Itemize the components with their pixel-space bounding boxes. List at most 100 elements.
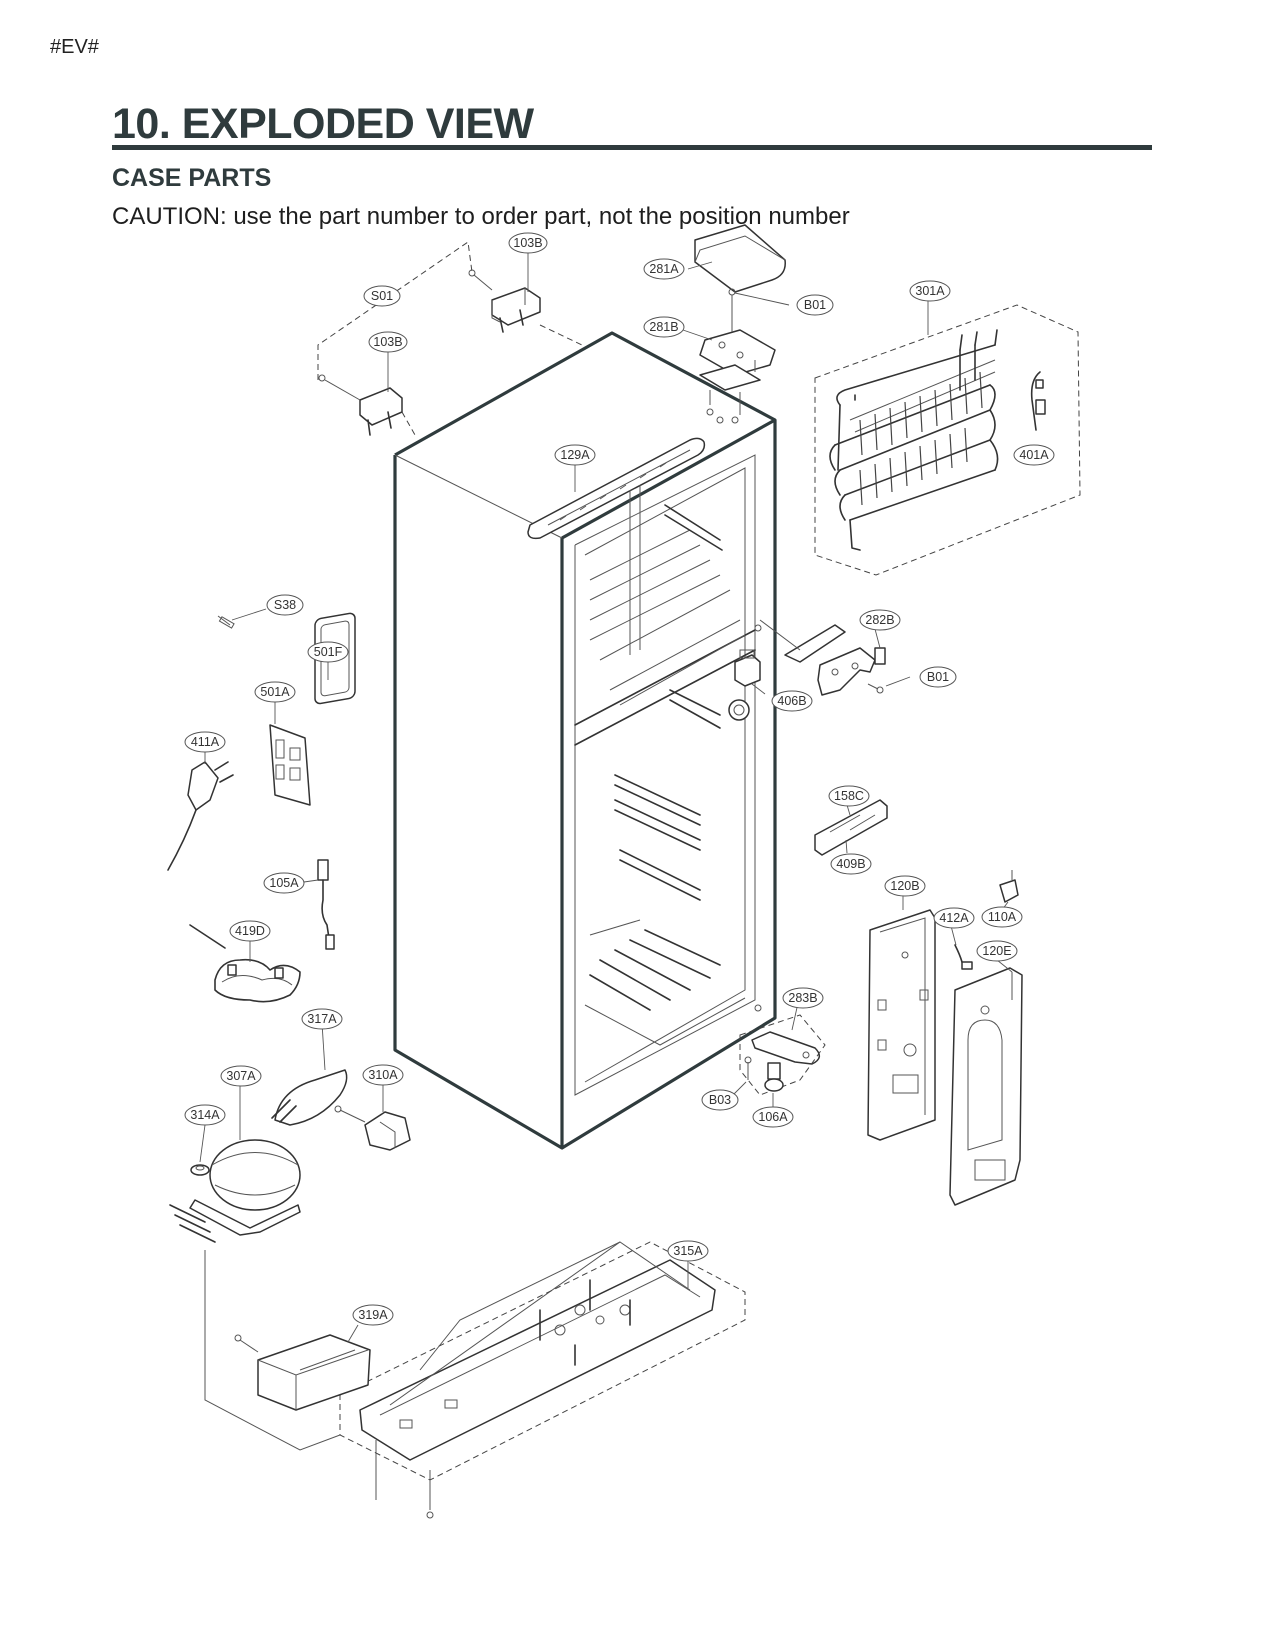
part-281b-hinge <box>699 295 776 415</box>
part-314a-grommet <box>190 1164 210 1176</box>
callout-158c: 158C <box>828 785 870 807</box>
callout-129a: 129A <box>554 444 596 466</box>
callout-412a: 412A <box>933 907 975 929</box>
callout-406b: 406B <box>771 690 813 712</box>
callout-310a: 310A <box>362 1064 404 1086</box>
callout-314a: 314A <box>184 1104 226 1126</box>
part-120e-panel <box>949 967 1023 1206</box>
part-283b-lower-hinge <box>739 1014 826 1096</box>
part-411a-power-cord <box>167 761 234 871</box>
leader-lines <box>199 253 1013 1343</box>
svg-text:120E: 120E <box>982 944 1011 958</box>
screw-b01-right <box>867 683 884 694</box>
s01-assembly-lines <box>317 241 583 436</box>
part-158c-cover <box>814 799 888 856</box>
part-315a-base <box>339 1241 746 1519</box>
svg-text:106A: 106A <box>758 1110 788 1124</box>
part-419d-heater <box>189 924 301 1003</box>
svg-text:501F: 501F <box>314 645 343 659</box>
svg-text:401A: 401A <box>1019 448 1049 462</box>
part-501a-pcb <box>269 724 311 806</box>
svg-text:103B: 103B <box>373 335 402 349</box>
callout-120b: 120B <box>884 875 926 897</box>
callout-106a: 106A <box>752 1106 794 1128</box>
callout-120e: 120E <box>976 940 1018 962</box>
part-110a-clip <box>999 870 1019 903</box>
callout-283b: 283B <box>782 987 824 1009</box>
page-tag: #EV# <box>50 36 99 58</box>
title-underline <box>112 145 1152 150</box>
page-title: 10. EXPLODED VIEW <box>112 100 534 148</box>
part-406b-switch <box>734 649 761 687</box>
callout-282b: 282B <box>859 609 901 631</box>
part-106a-pin <box>764 1062 784 1092</box>
callout-103b-left: 103B <box>368 331 408 353</box>
svg-text:129A: 129A <box>560 448 590 462</box>
svg-text:B01: B01 <box>804 298 826 312</box>
part-319a-tray <box>234 1334 371 1411</box>
part-105a-sensor <box>317 859 335 950</box>
svg-text:409B: 409B <box>836 857 865 871</box>
svg-text:158C: 158C <box>834 789 864 803</box>
part-129a-duct <box>527 437 706 655</box>
svg-text:S01: S01 <box>371 289 393 303</box>
callout-b01-top: B01 <box>796 294 834 316</box>
svg-text:283B: 283B <box>788 991 817 1005</box>
part-103b-bracket-top <box>468 269 541 333</box>
caution-note: CAUTION: use the part number to order pa… <box>112 203 850 230</box>
screw-b01-top <box>728 288 736 296</box>
screw-b03 <box>744 1056 752 1080</box>
callout-317a: 317A <box>301 1008 343 1030</box>
callout-b03: B03 <box>701 1089 739 1111</box>
svg-text:412A: 412A <box>939 911 969 925</box>
part-120b-cover <box>867 909 936 1141</box>
callout-501f: 501F <box>307 641 349 663</box>
callout-b01-right: B01 <box>919 666 957 688</box>
section-title: CASE PARTS <box>112 164 272 192</box>
callout-307a: 307A <box>220 1065 262 1087</box>
callout-s01: S01 <box>363 285 401 307</box>
svg-text:120B: 120B <box>890 879 919 893</box>
callout-409b: 409B <box>830 853 872 875</box>
svg-text:501A: 501A <box>260 685 290 699</box>
svg-text:B03: B03 <box>709 1093 731 1107</box>
part-401a-sensor <box>1030 371 1046 431</box>
callout-labels: 103B 281A B01 301A S01 103B 281B 401A 12… <box>184 232 1055 1326</box>
callout-281b: 281B <box>643 316 685 338</box>
part-317a-bracket <box>271 1069 348 1126</box>
svg-text:B01: B01 <box>927 670 949 684</box>
svg-text:281A: 281A <box>649 262 679 276</box>
callout-103b-top: 103B <box>508 232 548 254</box>
refrigerator-cabinet <box>393 331 777 1150</box>
svg-text:406B: 406B <box>777 694 806 708</box>
part-301a-evaporator <box>814 304 1081 576</box>
part-307a-compressor <box>169 1139 301 1243</box>
callout-105a: 105A <box>263 872 305 894</box>
svg-text:310A: 310A <box>368 1068 398 1082</box>
callout-411a: 411A <box>184 731 226 753</box>
svg-text:301A: 301A <box>915 284 945 298</box>
svg-text:314A: 314A <box>190 1108 220 1122</box>
part-282b-hinge <box>759 619 886 696</box>
svg-text:307A: 307A <box>226 1069 256 1083</box>
svg-text:103B: 103B <box>513 236 542 250</box>
callout-281a: 281A <box>643 258 685 280</box>
callout-315a: 315A <box>667 1240 709 1262</box>
svg-text:411A: 411A <box>191 735 220 749</box>
svg-text:315A: 315A <box>673 1244 703 1258</box>
part-281a-hinge-cover <box>694 224 786 293</box>
part-s38-screw <box>217 615 235 629</box>
part-412a-harness <box>954 944 973 970</box>
assembly-line <box>204 1250 341 1451</box>
svg-text:110A: 110A <box>988 910 1017 924</box>
callout-501a: 501A <box>254 681 296 703</box>
callout-301a: 301A <box>909 280 951 302</box>
svg-text:419D: 419D <box>235 924 265 938</box>
svg-text:105A: 105A <box>269 876 299 890</box>
svg-text:S38: S38 <box>274 598 296 612</box>
callout-110a: 110A <box>981 906 1023 928</box>
svg-text:281B: 281B <box>649 320 678 334</box>
callout-419d: 419D <box>229 920 271 942</box>
callout-s38: S38 <box>266 594 304 616</box>
svg-text:282B: 282B <box>865 613 894 627</box>
